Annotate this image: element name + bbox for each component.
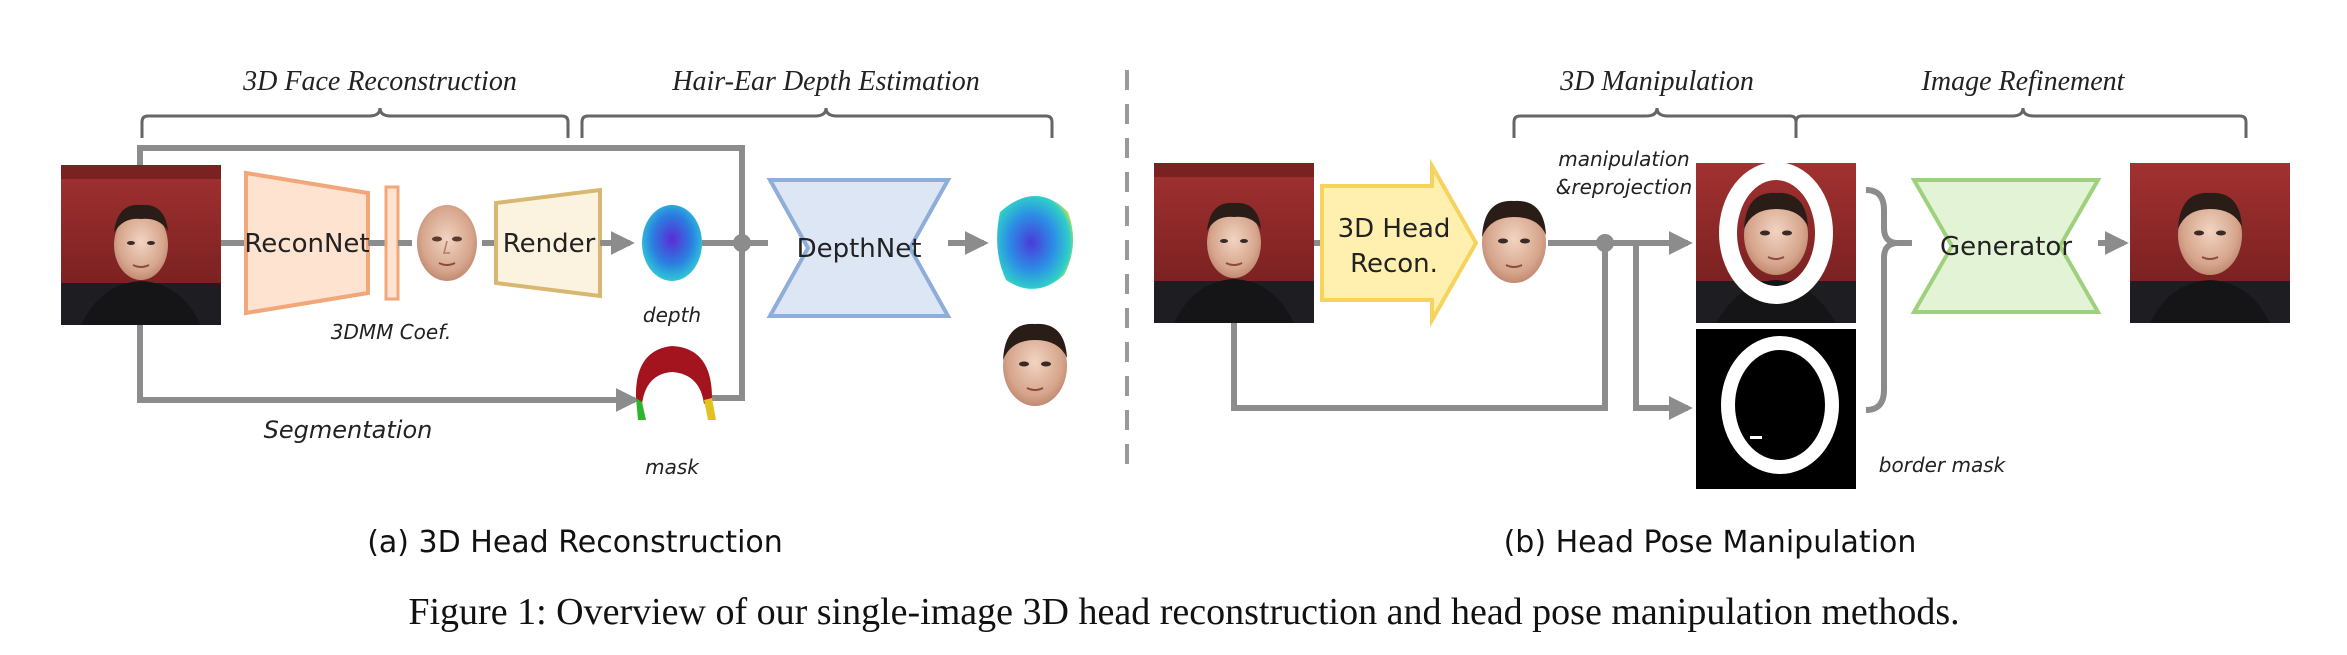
mask-label: mask xyxy=(645,455,700,479)
combine-brace xyxy=(1865,187,1899,413)
connector-mask-up xyxy=(712,243,745,401)
manip-label-2: &reprojection xyxy=(1556,175,1692,199)
head-recon-line1: 3D Head xyxy=(1338,214,1451,244)
border-mask-label: border mask xyxy=(1879,453,2007,477)
depth-map xyxy=(642,205,702,281)
hair-mask xyxy=(635,346,716,420)
coef-label: 3DMM Coef. xyxy=(331,320,452,344)
connector-input-loop xyxy=(1231,243,1608,411)
head-recon-block xyxy=(1320,158,1479,328)
reconnet-label: ReconNet xyxy=(244,229,369,259)
caption-a: (a) 3D Head Reconstruction xyxy=(367,525,783,560)
reconstructed-face xyxy=(416,204,478,282)
manip-label-1: manipulation xyxy=(1558,147,1689,171)
input-photo-a xyxy=(60,164,222,326)
brace-refinement xyxy=(1794,107,2248,138)
brace-manipulation xyxy=(1512,107,1798,138)
depthnet-block xyxy=(766,178,952,318)
caption-b: (b) Head Pose Manipulation xyxy=(1504,525,1917,560)
head-recon-line2: Recon. xyxy=(1350,249,1438,279)
connector-to-border-mask xyxy=(1633,243,1693,420)
brace-hair-ear xyxy=(580,107,1054,138)
depthnet-label: DepthNet xyxy=(797,234,922,264)
reprojected-image xyxy=(1696,162,1856,323)
panel-b: 3D Manipulation Image Refinement 3D Head… xyxy=(1153,66,2290,560)
border-mask-image xyxy=(1696,329,1856,489)
connector-segmentation xyxy=(137,325,640,412)
generator-label: Generator xyxy=(1940,232,2072,262)
output-depth-head xyxy=(997,196,1074,289)
header-hair-ear-depth: Hair-Ear Depth Estimation xyxy=(671,66,979,97)
connector-top xyxy=(137,145,745,243)
segmentation-label: Segmentation xyxy=(264,416,433,444)
depth-label: depth xyxy=(643,303,701,327)
header-3d-face-reconstruction: 3D Face Reconstruction xyxy=(242,66,517,97)
generator-block xyxy=(1910,178,2102,314)
figure-caption: Figure 1: Overview of our single-image 3… xyxy=(408,591,1959,633)
panel-a: 3D Face Reconstruction Hair-Ear Depth Es… xyxy=(60,66,1074,560)
render-block xyxy=(494,187,602,299)
render-label: Render xyxy=(503,229,596,259)
recon-head-b xyxy=(1481,199,1547,284)
header-image-refinement: Image Refinement xyxy=(1921,66,2126,97)
coef-vector xyxy=(384,185,400,301)
input-photo-b xyxy=(1153,162,1315,324)
output-photo-b xyxy=(2130,163,2290,323)
reconnet-block xyxy=(244,170,370,316)
output-head-a xyxy=(1002,322,1068,407)
brace-face-recon xyxy=(140,107,570,138)
header-3d-manipulation: 3D Manipulation xyxy=(1559,66,1754,97)
